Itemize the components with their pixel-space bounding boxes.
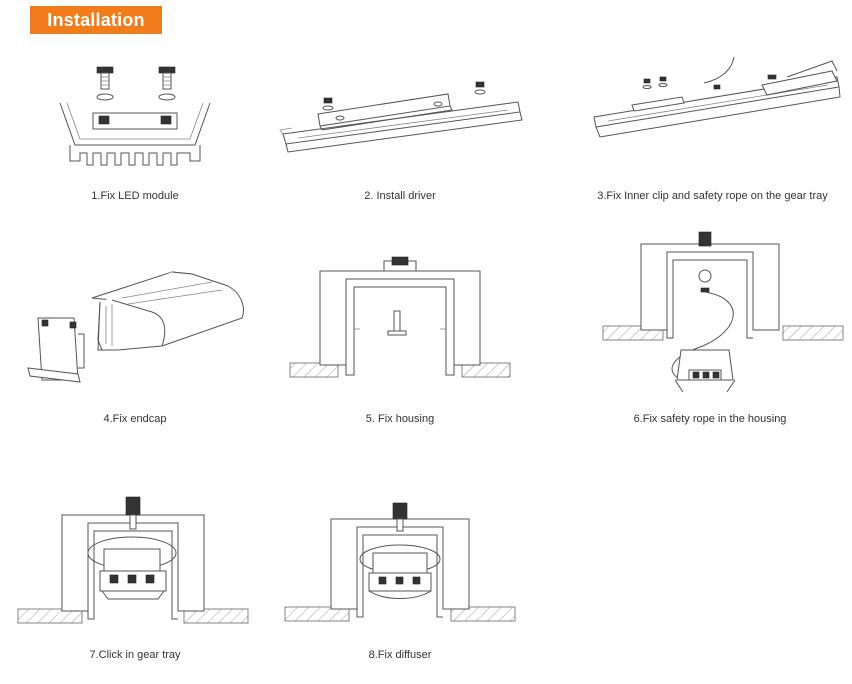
screw-icon [96,66,114,101]
step8-caption: 8.Fix diffuser [368,649,432,661]
step2-caption: 2. Install driver [364,190,436,202]
step3-caption: 3.Fix Inner clip and safety rope on the … [597,190,828,202]
step7-caption: 7.Click in gear tray [89,649,181,661]
step1-caption: 1.Fix LED module [91,190,179,202]
step3-illustration [593,56,841,138]
step4-illustration [27,271,244,383]
step6-illustration [602,231,844,393]
screw-icon [322,97,334,111]
screw-icon [642,78,652,89]
step4-caption: 4.Fix endcap [103,413,167,425]
safety-rope [671,291,734,381]
step8-illustration [284,502,516,622]
step5-illustration [289,256,511,378]
step2-illustration [279,81,523,153]
step5-caption: 5. Fix housing [365,413,435,425]
step7-illustration [17,496,249,624]
step1-illustration [59,66,211,166]
section-title-banner: Installation [30,6,162,34]
screw-icon [713,84,721,90]
step6-caption: 6.Fix safety rope in the housing [633,413,787,425]
safety-rope [703,56,735,84]
screw-icon [474,81,486,95]
screw-icon [158,66,176,101]
screw-icon [658,76,668,87]
